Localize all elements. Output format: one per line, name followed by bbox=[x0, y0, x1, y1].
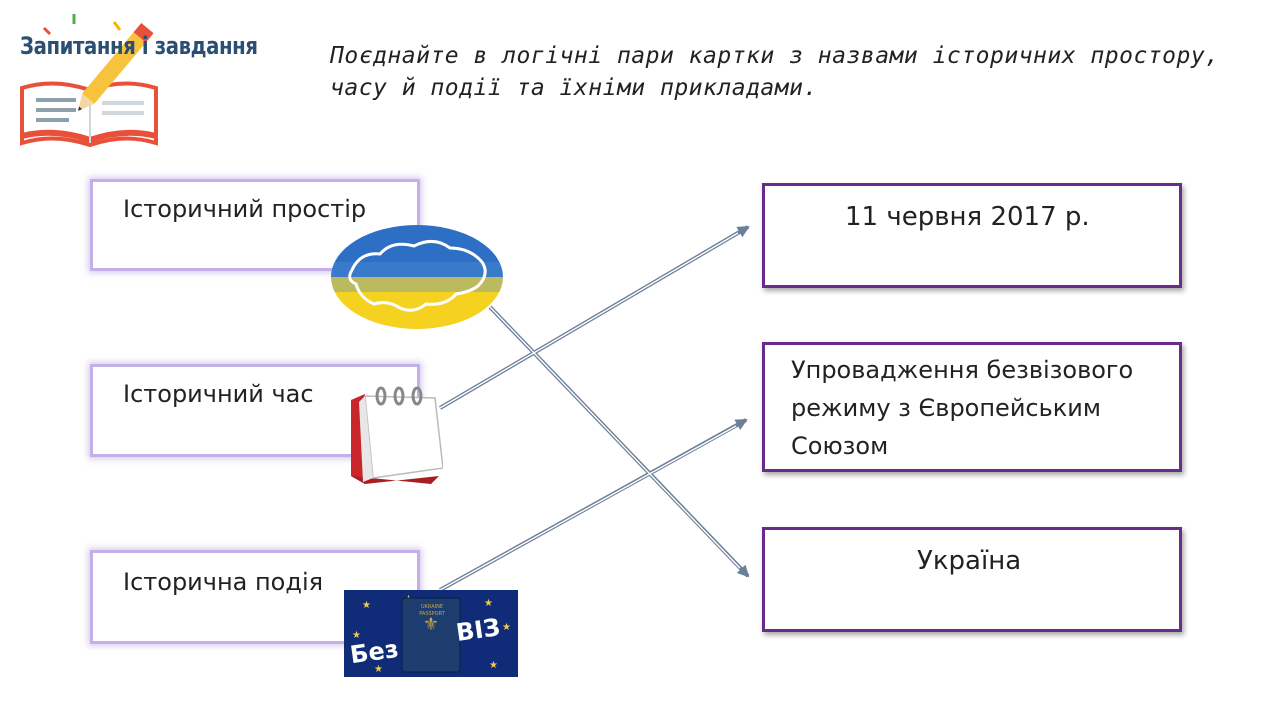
card-visa-free-label: Упровадження безвізового режиму з Європе… bbox=[791, 356, 1134, 460]
logo-title: Запитання і завдання bbox=[20, 32, 258, 60]
svg-text:★: ★ bbox=[489, 660, 498, 671]
svg-text:★: ★ bbox=[374, 664, 383, 675]
ukraine-flag-map-icon bbox=[331, 225, 503, 329]
card-historical-space-label: Історичний простір bbox=[123, 195, 367, 223]
svg-text:⚜: ⚜ bbox=[423, 614, 439, 634]
card-historical-event-label: Історична подія bbox=[123, 568, 324, 596]
eu-stars-icon: ★ ★ ★ ★ ★ ★ ★ ⚜ bbox=[344, 590, 518, 677]
card-historical-time-label: Історичний час bbox=[123, 380, 314, 408]
card-ukraine[interactable]: Україна bbox=[762, 527, 1182, 632]
svg-text:★: ★ bbox=[484, 598, 493, 609]
logo: Запитання і завдання bbox=[14, 8, 274, 153]
svg-text:★: ★ bbox=[362, 600, 371, 611]
bezviz-image: ★ ★ ★ ★ ★ ★ ★ ⚜ UKRAINE PASSPORT Без ВІЗ bbox=[344, 590, 518, 677]
calendar-icon bbox=[351, 386, 443, 484]
svg-text:★: ★ bbox=[502, 622, 511, 633]
book-pencil-icon bbox=[20, 14, 158, 148]
passport-text: UKRAINE PASSPORT bbox=[419, 604, 445, 617]
card-date[interactable]: 11 червня 2017 р. bbox=[762, 183, 1182, 288]
card-visa-free[interactable]: Упровадження безвізового режиму з Європе… bbox=[762, 342, 1182, 472]
card-date-label: 11 червня 2017 р. bbox=[845, 202, 1090, 232]
svg-text:★: ★ bbox=[352, 630, 361, 641]
card-ukraine-label: Україна bbox=[917, 546, 1022, 576]
task-instruction: Поєднайте в логічні пари картки з назвам… bbox=[330, 43, 1220, 101]
